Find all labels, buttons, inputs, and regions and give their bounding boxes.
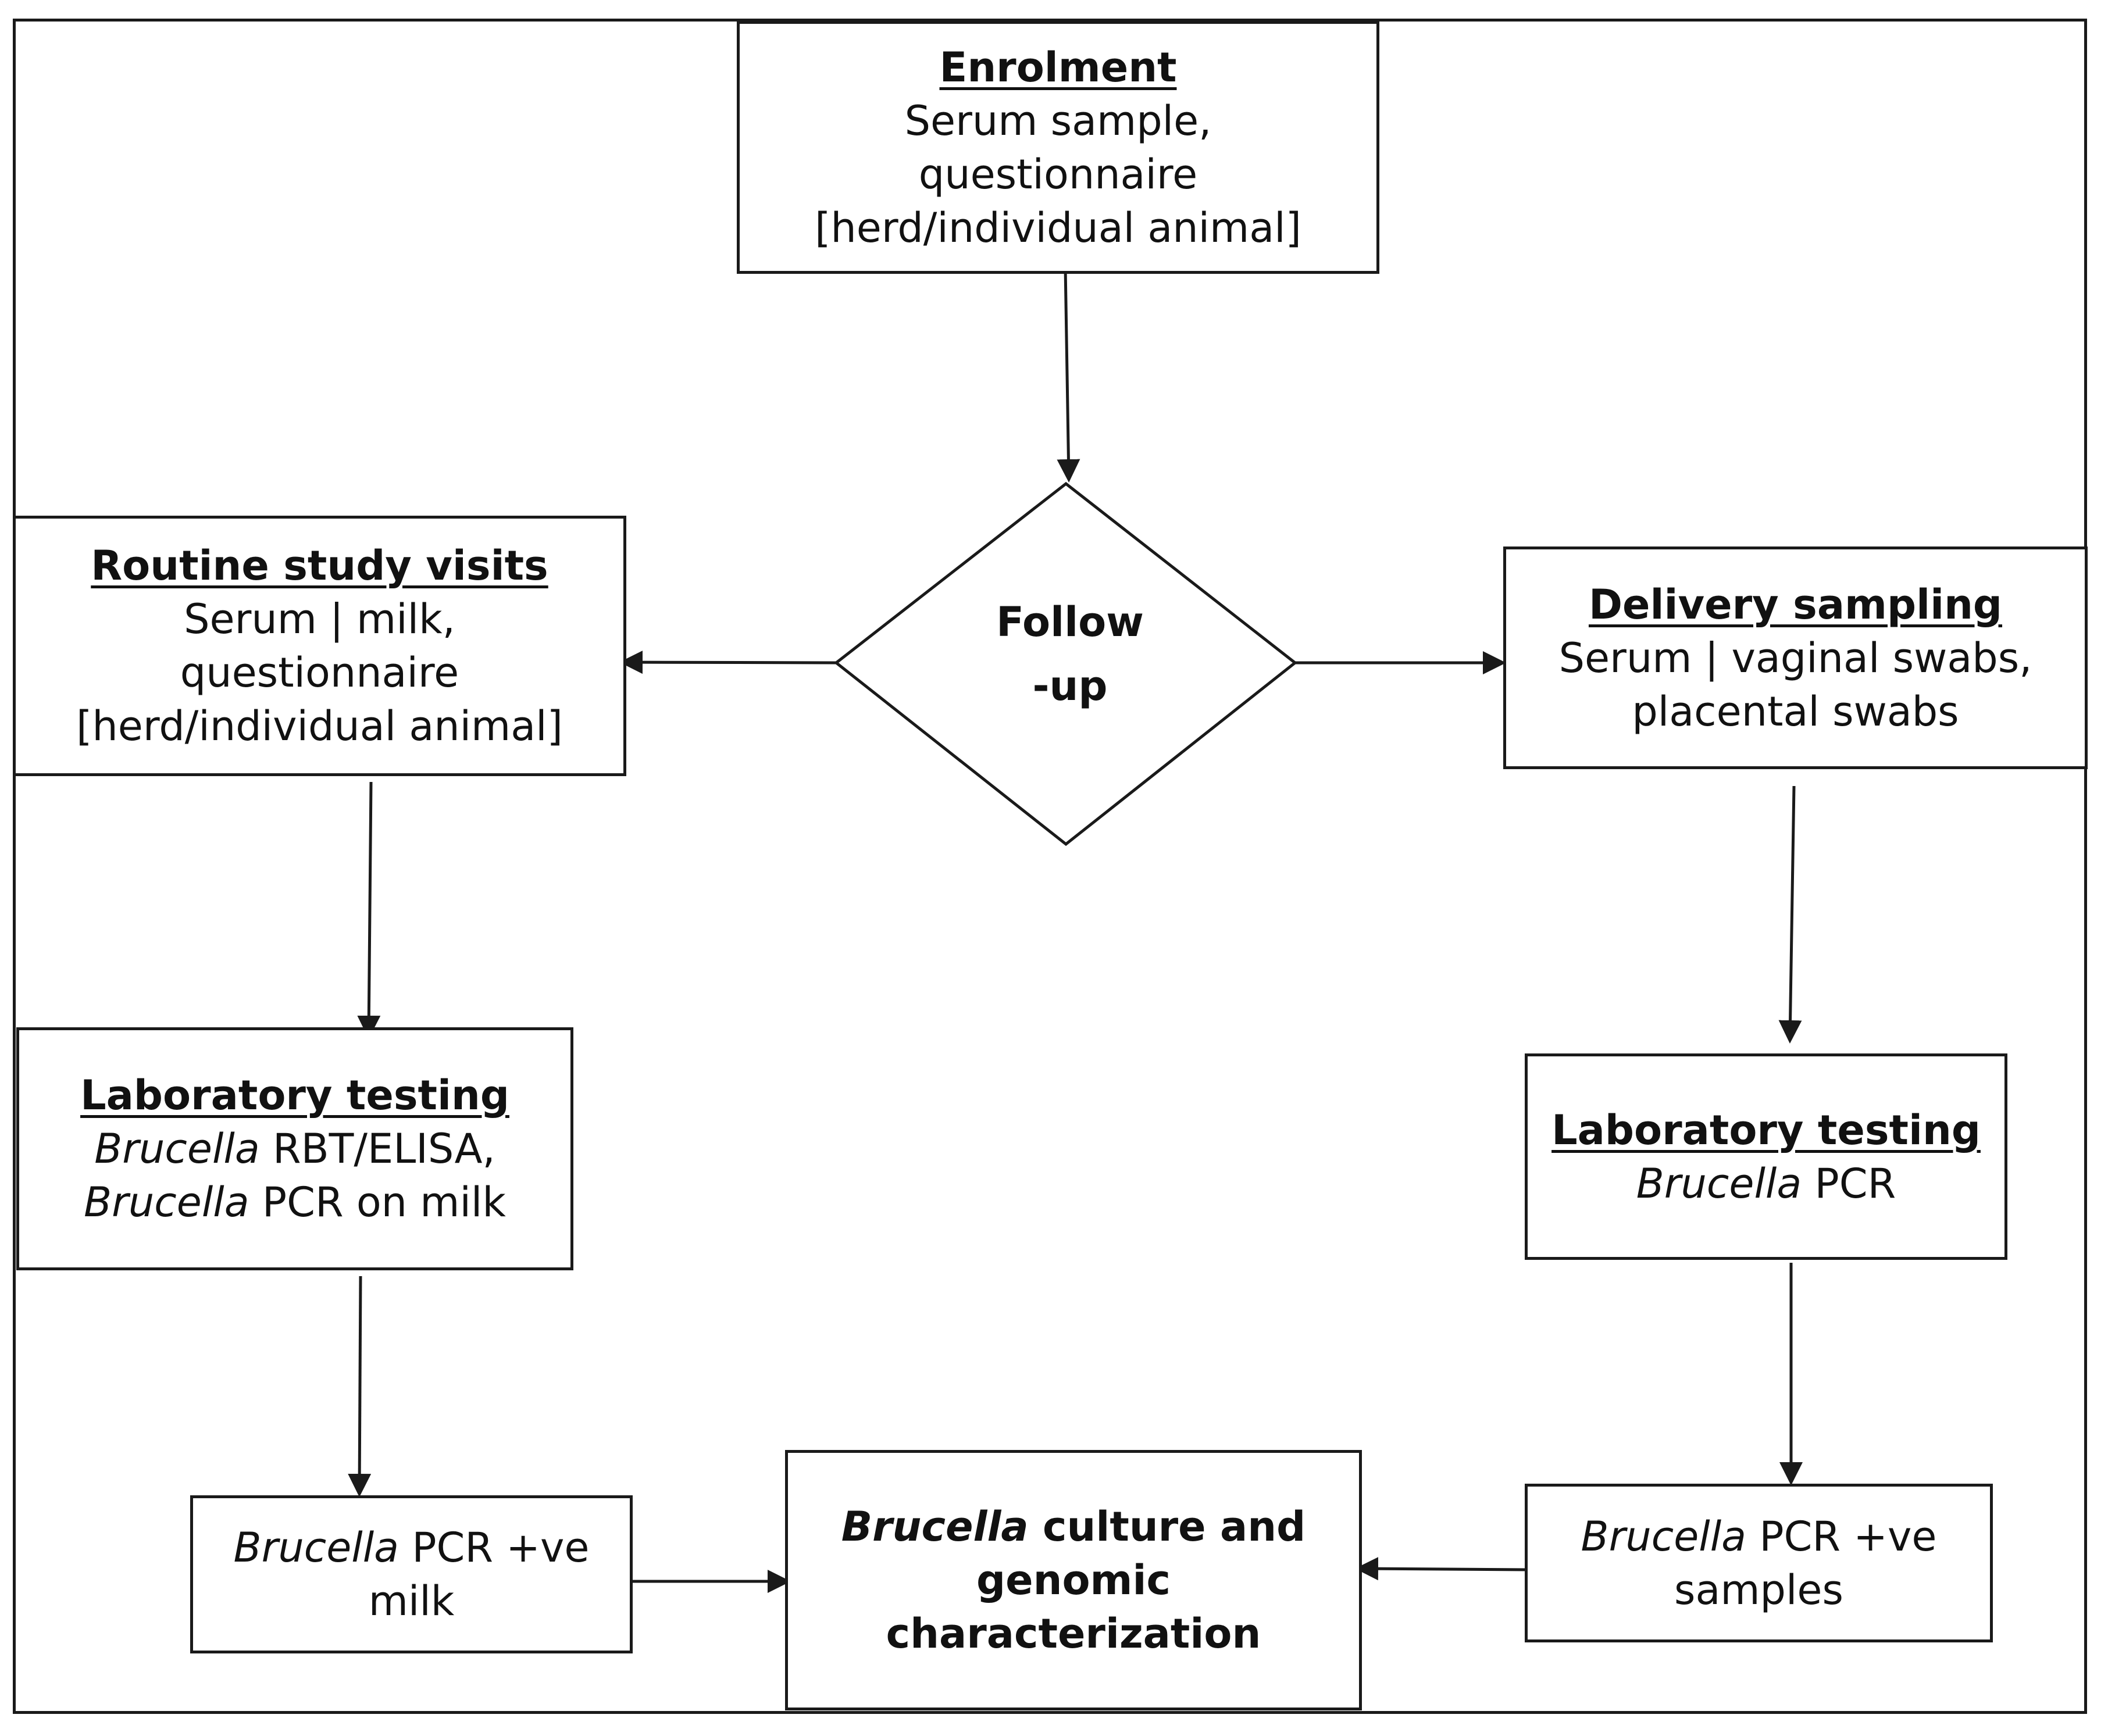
culture-genomic-line-2: genomic — [976, 1556, 1171, 1604]
culture-genomic-line-1: Brucella culture and — [841, 1500, 1306, 1553]
arrow-pcr-samples-to-culture — [1355, 1557, 1528, 1581]
enrolment-box: Enrolment Serum sample, questionnaire [h… — [737, 21, 1379, 274]
lab-testing-left-line-2: Brucella PCR on milk — [84, 1176, 506, 1229]
follow-up-decision-diamond — [833, 481, 1298, 846]
enrolment-line-3: [herd/individual animal] — [815, 203, 1301, 252]
genus-name: Brucella — [233, 1524, 400, 1571]
genus-name: Brucella — [84, 1178, 249, 1226]
routine-visits-heading: Routine study visits — [91, 542, 548, 590]
enrolment-line-2: questionnaire — [918, 150, 1198, 198]
lab-testing-right-line-1-rest: PCR — [1802, 1159, 1896, 1208]
enrolment-heading: Enrolment — [939, 43, 1177, 91]
culture-genomic-line-3: characterization — [886, 1610, 1261, 1658]
arrow-delivery-to-lab-right — [1778, 785, 1802, 1044]
enrolment-line-1: Serum sample, — [904, 97, 1212, 145]
pcr-positive-samples-line-1-rest: PCR +ve — [1746, 1512, 1937, 1560]
arrow-followup-to-routine — [619, 651, 837, 674]
arrow-enrolment-to-followup — [1057, 267, 1080, 483]
pcr-positive-milk-line-2: milk — [368, 1577, 455, 1625]
pcr-positive-milk-line-1: Brucella PCR +ve — [234, 1521, 590, 1574]
routine-visits-box: Routine study visits Serum | milk, quest… — [13, 516, 626, 776]
pcr-positive-samples-line-2: samples — [1674, 1566, 1843, 1614]
delivery-sampling-line-2: placental swabs — [1632, 687, 1959, 735]
arrow-routine-to-lab-left — [357, 781, 381, 1039]
pcr-positive-milk-box: Brucella PCR +ve milk — [190, 1495, 633, 1653]
pcr-positive-milk-line-1-rest: PCR +ve — [399, 1524, 590, 1571]
outer-frame — [13, 19, 2087, 1714]
pcr-positive-samples-line-1: Brucella PCR +ve — [1581, 1510, 1937, 1563]
genus-name: Brucella — [841, 1503, 1029, 1551]
routine-visits-line-1: Serum | milk, — [184, 595, 455, 643]
routine-visits-line-3: [herd/individual animal] — [76, 702, 563, 750]
lab-testing-right-heading: Laboratory testing — [1551, 1106, 1981, 1154]
genus-name: Brucella — [1636, 1159, 1802, 1208]
lab-testing-left-line-1: Brucella RBT/ELISA, — [94, 1122, 495, 1176]
delivery-sampling-line-1: Serum | vaginal swabs, — [1558, 634, 2032, 682]
arrow-lab-left-to-pcr-milk — [348, 1276, 372, 1497]
follow-up-line-1: Follow — [996, 598, 1144, 646]
genus-name: Brucella — [94, 1125, 260, 1173]
culture-genomic-line-1-rest: culture and — [1028, 1503, 1306, 1551]
lab-testing-left-box: Laboratory testing Brucella RBT/ELISA, B… — [16, 1027, 573, 1270]
routine-visits-line-2: questionnaire — [180, 649, 459, 696]
lab-testing-left-line-2-rest: PCR on milk — [249, 1178, 506, 1226]
lab-testing-right-line-1: Brucella PCR — [1636, 1157, 1896, 1210]
follow-up-label: Follow -up — [954, 590, 1186, 718]
genus-name: Brucella — [1581, 1512, 1747, 1560]
lab-testing-left-heading: Laboratory testing — [80, 1071, 509, 1119]
lab-testing-left-line-1-rest: RBT/ELISA, — [259, 1125, 495, 1173]
follow-up-line-2: -up — [1032, 662, 1108, 710]
culture-genomic-box: Brucella culture and genomic characteriz… — [785, 1450, 1362, 1710]
delivery-sampling-box: Delivery sampling Serum | vaginal swabs,… — [1503, 546, 2088, 769]
delivery-sampling-heading: Delivery sampling — [1588, 580, 2003, 628]
lab-testing-right-box: Laboratory testing Brucella PCR — [1525, 1053, 2007, 1260]
pcr-positive-samples-box: Brucella PCR +ve samples — [1525, 1484, 1993, 1642]
